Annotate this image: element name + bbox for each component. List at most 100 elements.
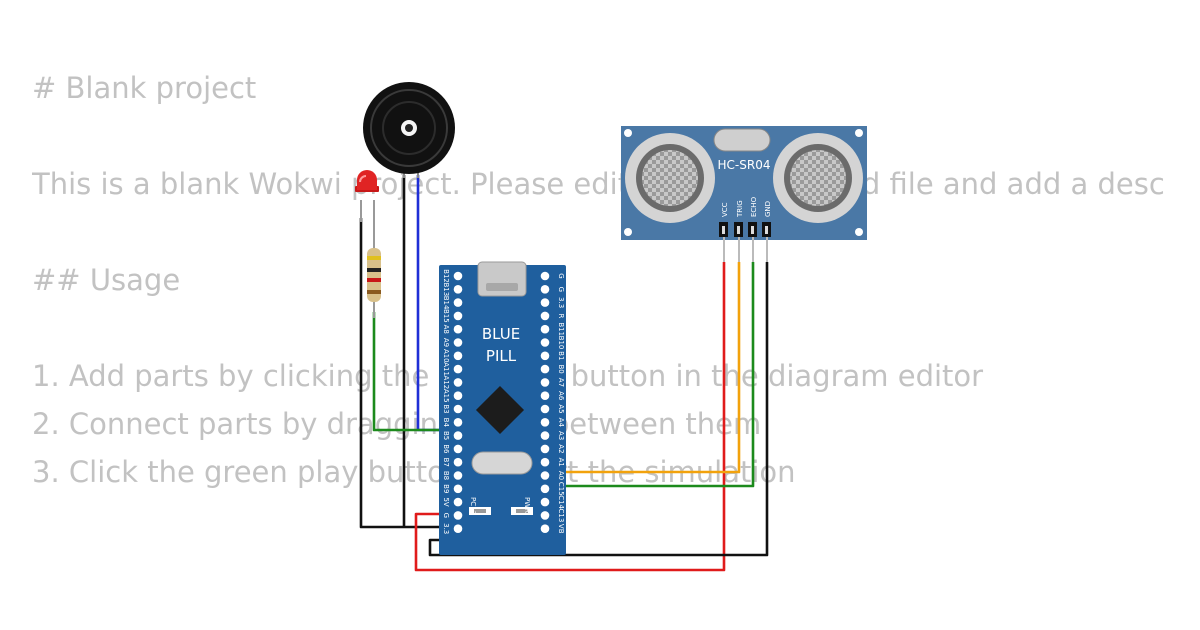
sensor-name: HC-SR04 [718,158,771,172]
wire-sensor-vcc[interactable] [414,262,726,572]
left-pin-13[interactable] [453,444,463,454]
left-pin-16[interactable] [453,484,463,494]
wire-sensor-echo[interactable] [545,262,755,488]
right-pin-label: G [557,287,565,292]
right-pin-7[interactable] [540,364,550,374]
left-pin-6[interactable] [453,351,463,361]
left-pin-header[interactable]: B12B13B14B15A8A9A10A11A12A15B3B4B5B6B7B8… [442,269,463,534]
readme-usage-heading: ## Usage [32,263,181,297]
left-pin-label: B12 [442,269,450,283]
right-pin-label: A7 [557,378,565,387]
left-pin-3[interactable] [453,311,463,321]
sensor-pin-echo-label: ECHO [750,196,758,217]
left-pin-label: B7 [442,458,450,467]
right-pin-header[interactable]: GG3.3RB11B10B1B0A7A6A5A4A3A2A1A0C15C14C1… [540,271,565,534]
right-pin-label: A0 [557,471,565,480]
right-pin-label: C13 [557,509,565,523]
right-pin-4[interactable] [540,324,550,334]
left-pin-label: A9 [442,338,450,347]
left-pin-10[interactable] [453,404,463,414]
wire-sensor-trig[interactable] [545,262,741,474]
right-pin-label: A3 [557,431,565,440]
left-pin-8[interactable] [453,378,463,387]
mcu-chip [475,385,525,435]
left-pin-label: B9 [442,484,450,493]
left-pin-18[interactable] [453,511,463,520]
left-pin-9[interactable] [453,391,463,401]
left-pin-12[interactable] [453,431,463,440]
wire-led-signal[interactable] [372,312,458,432]
readme-intro: This is a blank Wokwi project. Please ed… [32,167,1166,201]
right-pin-18[interactable] [540,511,550,520]
right-pin-14[interactable] [540,457,550,467]
right-pin-1[interactable] [540,285,550,294]
right-pin-label: VB [557,524,565,534]
right-pin-11[interactable] [540,418,550,427]
right-pin-8[interactable] [540,378,550,387]
left-pin-label: A12 [442,376,450,390]
left-pin-7[interactable] [453,364,463,374]
left-pin-15[interactable] [453,471,463,480]
right-pin-label: 3.3 [557,297,565,308]
left-pin-5[interactable] [453,338,463,347]
right-pin-16[interactable] [540,484,550,494]
wire-led-ground[interactable] [359,218,458,529]
right-pin-label: B0 [557,364,565,373]
right-pin-label: A1 [557,458,565,467]
left-pin-label: A8 [442,325,450,334]
hc-sr04-sensor[interactable]: HC-SR04 VCC TRIG ECHO GND [621,126,867,262]
left-pin-label: B3 [442,404,450,413]
right-pin-label: C14 [557,495,565,509]
right-pin-3[interactable] [540,311,550,321]
right-pin-5[interactable] [540,338,550,347]
sensor-crystal [713,128,771,152]
left-pin-label: B15 [442,309,450,323]
right-pin-15[interactable] [540,471,550,480]
right-pin-label: G [557,273,565,278]
right-pin-6[interactable] [540,351,550,361]
board-name-line2: PILL [486,347,517,365]
resistor[interactable] [367,240,381,318]
readme-heading: # Blank project [32,71,257,105]
right-pin-label: A6 [557,391,565,401]
left-pin-label: A15 [442,389,450,403]
right-pin-13[interactable] [540,444,550,454]
right-pin-label: A4 [557,418,565,428]
left-pin-4[interactable] [453,324,463,334]
right-pin-label: B11 [557,322,565,336]
sensor-pin-trig-label: TRIG [736,200,744,218]
red-led[interactable] [355,170,379,250]
left-pin-1[interactable] [453,285,463,294]
board-name-line1: BLUE [482,325,520,343]
left-pin-label: B14 [442,296,450,310]
right-pin-17[interactable] [540,497,550,507]
sensor-pin-vcc-label: VCC [721,202,729,217]
wires[interactable] [359,175,769,572]
left-pin-label: G [442,513,450,518]
right-pin-12[interactable] [540,431,550,440]
left-pin-label: B6 [442,444,450,454]
right-pin-label: B1 [557,351,565,360]
right-pin-label: B10 [557,336,565,350]
right-pin-9[interactable] [540,391,550,401]
left-pin-19[interactable] [453,524,463,533]
left-pin-17[interactable] [453,497,463,507]
right-pin-19[interactable] [540,524,550,533]
blue-pill-board[interactable]: B12B13B14B15A8A9A10A11A12A15B3B4B5B6B7B8… [439,261,566,555]
sensor-pins[interactable] [719,222,771,262]
right-pin-2[interactable] [540,298,550,307]
sensor-pin-gnd-label: GND [764,201,772,217]
buzzer[interactable] [363,82,455,178]
left-pin-label: B4 [442,418,450,428]
left-pin-2[interactable] [453,298,463,307]
right-pin-label: C15 [557,482,565,496]
right-pin-label: R [557,313,565,318]
left-pin-label: B5 [442,431,450,440]
left-pin-14[interactable] [453,457,463,467]
left-pin-0[interactable] [453,271,463,281]
left-pin-11[interactable] [453,418,463,427]
right-pin-0[interactable] [540,271,550,281]
left-pin-label: A11 [442,362,450,376]
right-pin-10[interactable] [540,404,550,414]
